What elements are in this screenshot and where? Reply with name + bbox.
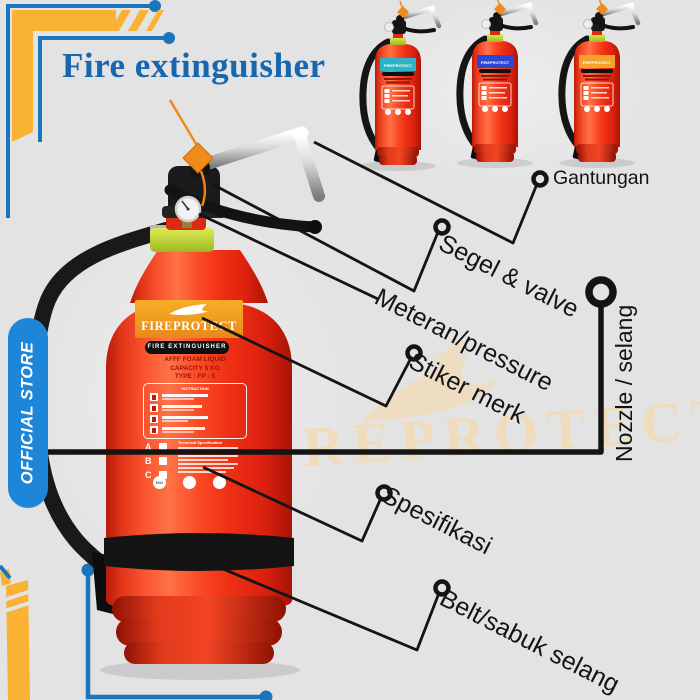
pressure-gauge <box>174 195 202 228</box>
variant-orange-label-text: FIREPROTECT <box>582 60 612 65</box>
callout-line-gantungan <box>313 140 539 245</box>
ring-marker-gantungan <box>531 170 549 188</box>
callout-line-nozzle <box>42 305 604 455</box>
callout-label-nozzle: Nozzle / selang <box>611 304 637 462</box>
shadow <box>100 660 300 680</box>
callout-label-gantungan: Gantungan <box>553 167 650 189</box>
brand-flame-icon <box>169 304 209 315</box>
variant-teal-label-text: FIREPROTECT <box>383 63 413 68</box>
label-product-pill: FIRE EXTINGUISHER <box>145 341 229 354</box>
cert-badge <box>183 476 196 489</box>
ring-marker-segel <box>433 218 451 236</box>
main-extinguisher-label: FIREPROTECT FIRE EXTINGUISHER AFFF FOAM … <box>133 298 257 496</box>
callout-line-segel <box>211 182 440 293</box>
variant-blue-label-text: FIREPROTECT <box>480 60 510 65</box>
watermark-flame-icon <box>362 340 500 421</box>
label-type-line-3: TYPE : FP - 5 <box>174 373 216 380</box>
neck-collar <box>150 228 214 252</box>
label-instruction-box: INSTRUCTION <box>143 383 247 439</box>
corner-decoration-top-left <box>6 0 175 218</box>
main-extinguisher-photo <box>27 99 325 680</box>
callout-line-meteran <box>198 212 379 301</box>
ring-marker-belt <box>433 579 451 597</box>
tank <box>106 303 292 611</box>
callout-line-stiker <box>201 316 413 408</box>
chrome-lever <box>193 126 309 173</box>
ring-marker-stiker <box>405 344 423 362</box>
label-type-line-1: AFFF FOAM LIQUID <box>164 356 226 363</box>
belt-strap <box>104 533 294 571</box>
official-store-badge: OFFICIAL STORE <box>8 318 48 508</box>
cert-iso-badge: ISO <box>153 476 166 489</box>
page-title: Fire extinguisher <box>62 46 326 85</box>
label-type-line-2: CAPACITY 5 KG <box>170 364 220 372</box>
callout-line-spesifikasi <box>202 465 383 543</box>
corner-decoration-bottom-left <box>0 563 273 700</box>
cert-badge <box>213 476 226 489</box>
ring-marker-spesifikasi <box>375 484 393 502</box>
callout-line-belt <box>203 559 441 652</box>
label-instruction-title: INSTRUCTION <box>181 386 209 391</box>
safety-pin-tag <box>168 99 214 207</box>
ring-marker-nozzle <box>585 276 617 308</box>
official-store-badge-text: OFFICIAL STORE <box>18 341 37 485</box>
